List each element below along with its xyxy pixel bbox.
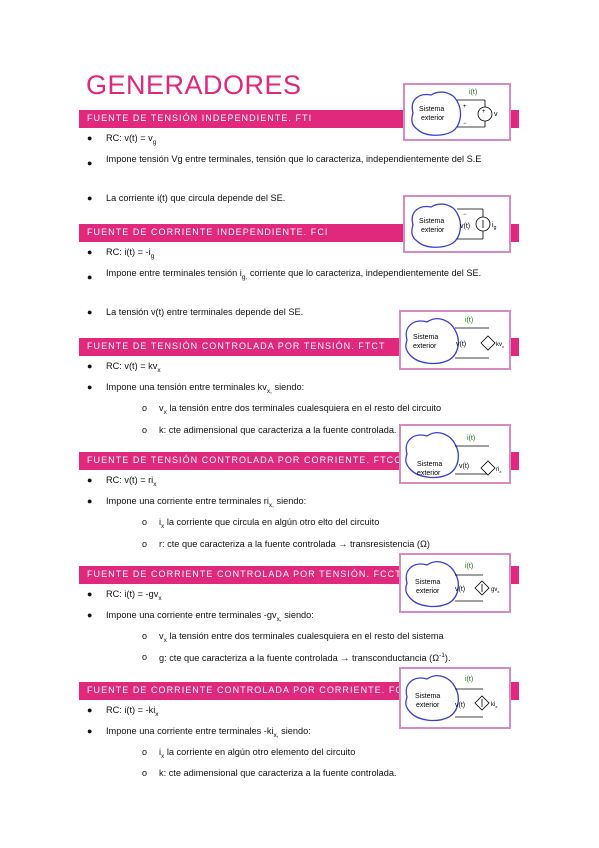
svg-text:exterior: exterior xyxy=(416,702,440,709)
svg-text:exterior: exterior xyxy=(413,343,437,350)
svg-text:gvx: gvx xyxy=(491,587,499,594)
list-item: ●La tensión v(t) entre terminales depend… xyxy=(87,307,304,317)
circle-bullet-icon: o xyxy=(142,768,148,778)
circle-bullet-icon: o xyxy=(142,425,148,435)
bullet-icon: ● xyxy=(87,589,93,599)
list-item: ●Impone tensión Vg entre terminales, ten… xyxy=(87,150,518,168)
svg-text:rix: rix xyxy=(496,467,501,474)
list-item: ●RC: i(t) = -kix xyxy=(87,705,159,718)
fccc-circuit-figure: Sistema exterior i(t) v(t) kix xyxy=(399,667,511,729)
svg-text:−: − xyxy=(463,121,467,127)
svg-text:i(t): i(t) xyxy=(465,676,473,683)
ftcc-circuit-figure: Sistema exterior i(t) v(t) rix xyxy=(399,424,511,484)
circle-bullet-icon: o xyxy=(142,747,148,757)
svg-text:v(t): v(t) xyxy=(455,586,465,593)
list-item: ●La corriente i(t) que circula depende d… xyxy=(87,193,286,203)
svg-text:i(t): i(t) xyxy=(469,89,477,96)
ftct-circuit-figure: Sistema exterior i(t) v(t) kvx xyxy=(399,310,511,370)
svg-text:i(t): i(t) xyxy=(467,435,475,442)
svg-text:v: v xyxy=(494,111,498,118)
svg-text:v(t): v(t) xyxy=(456,341,466,348)
fti-circuit-figure: Sistema exterior + i(t) v + − xyxy=(403,83,511,141)
bullet-icon: ● xyxy=(87,361,93,371)
circle-bullet-icon: o xyxy=(142,539,148,549)
list-item: ●Impone una corriente entre terminales -… xyxy=(87,610,314,623)
svg-text:Sistema: Sistema xyxy=(419,218,444,225)
fci-circuit-figure: Sistema exterior v(t) ig − xyxy=(403,195,511,253)
bullet-icon: ● xyxy=(87,726,93,736)
bullet-icon: ● xyxy=(87,705,93,715)
svg-text:exterior: exterior xyxy=(421,227,445,234)
list-item: ●RC: v(t) = vg xyxy=(87,133,157,146)
list-item: ●RC: v(t) = kvx xyxy=(87,361,161,374)
svg-text:−: − xyxy=(463,212,467,218)
svg-text:v(t): v(t) xyxy=(455,702,465,709)
section-header-text: FUENTE DE CORRIENTE CONTROLADA POR CORRI… xyxy=(87,685,422,695)
circle-bullet-icon: o xyxy=(142,517,148,527)
bullet-icon: ● xyxy=(87,158,93,168)
bullet-icon: ● xyxy=(87,610,93,620)
svg-text:+: + xyxy=(463,104,467,110)
svg-text:exterior: exterior xyxy=(416,588,440,595)
list-item: ●Impone una corriente entre terminales r… xyxy=(87,496,307,509)
svg-text:i(t): i(t) xyxy=(465,563,473,570)
svg-text:kix: kix xyxy=(491,702,497,709)
list-item: ●Impone una corriente entre terminales -… xyxy=(87,726,311,739)
svg-text:Sistema: Sistema xyxy=(413,334,438,341)
svg-text:i(t): i(t) xyxy=(465,317,473,324)
bullet-icon: ● xyxy=(87,193,93,203)
bullet-icon: ● xyxy=(87,133,93,143)
svg-text:Sistema: Sistema xyxy=(419,106,444,113)
page-title: GENERADORES xyxy=(86,70,302,100)
circle-bullet-icon: o xyxy=(142,652,148,662)
svg-text:Sistema: Sistema xyxy=(415,579,440,586)
bullet-icon: ● xyxy=(87,382,93,392)
list-item: ●Impone una tensión entre terminales kvx… xyxy=(87,382,305,395)
list-item: ●Impone entre terminales tensión ig, cor… xyxy=(87,264,518,287)
section-header-text: FUENTE DE CORRIENTE CONTROLADA POR TENSI… xyxy=(87,569,402,579)
fcct-circuit-figure: Sistema exterior i(t) v(t) gvx xyxy=(399,553,511,613)
svg-text:exterior: exterior xyxy=(421,115,445,122)
bullet-icon: ● xyxy=(87,272,93,282)
circle-bullet-icon: o xyxy=(142,403,148,413)
circle-bullet-icon: o xyxy=(142,631,148,641)
bullet-icon: ● xyxy=(87,307,93,317)
bullet-icon: ● xyxy=(87,247,93,257)
svg-text:v(t): v(t) xyxy=(460,223,470,230)
section-header-text: FUENTE DE TENSIÓN INDEPENDIENTE. FTI xyxy=(87,113,313,123)
svg-text:Sistema: Sistema xyxy=(417,461,442,468)
section-header-text: FUENTE DE TENSIÓN CONTROLADA POR TENSIÓN… xyxy=(87,341,386,351)
svg-text:v(t): v(t) xyxy=(459,463,469,470)
svg-text:kvx: kvx xyxy=(496,342,504,349)
list-item: ●RC: v(t) = rix xyxy=(87,475,157,488)
bullet-icon: ● xyxy=(87,475,93,485)
list-item: ●RC: i(t) = -ig xyxy=(87,247,155,260)
svg-text:Sistema: Sistema xyxy=(415,693,440,700)
svg-text:exterior: exterior xyxy=(417,470,441,477)
section-header-text: FUENTE DE CORRIENTE INDEPENDIENTE. FCI xyxy=(87,227,329,237)
list-item: ●RC: i(t) = -gvx xyxy=(87,589,162,602)
section-header-text: FUENTE DE TENSIÓN CONTROLADA POR CORRIEN… xyxy=(87,455,402,465)
svg-text:ig: ig xyxy=(492,222,497,231)
bullet-icon: ● xyxy=(87,496,93,506)
svg-text:+: + xyxy=(482,109,486,115)
